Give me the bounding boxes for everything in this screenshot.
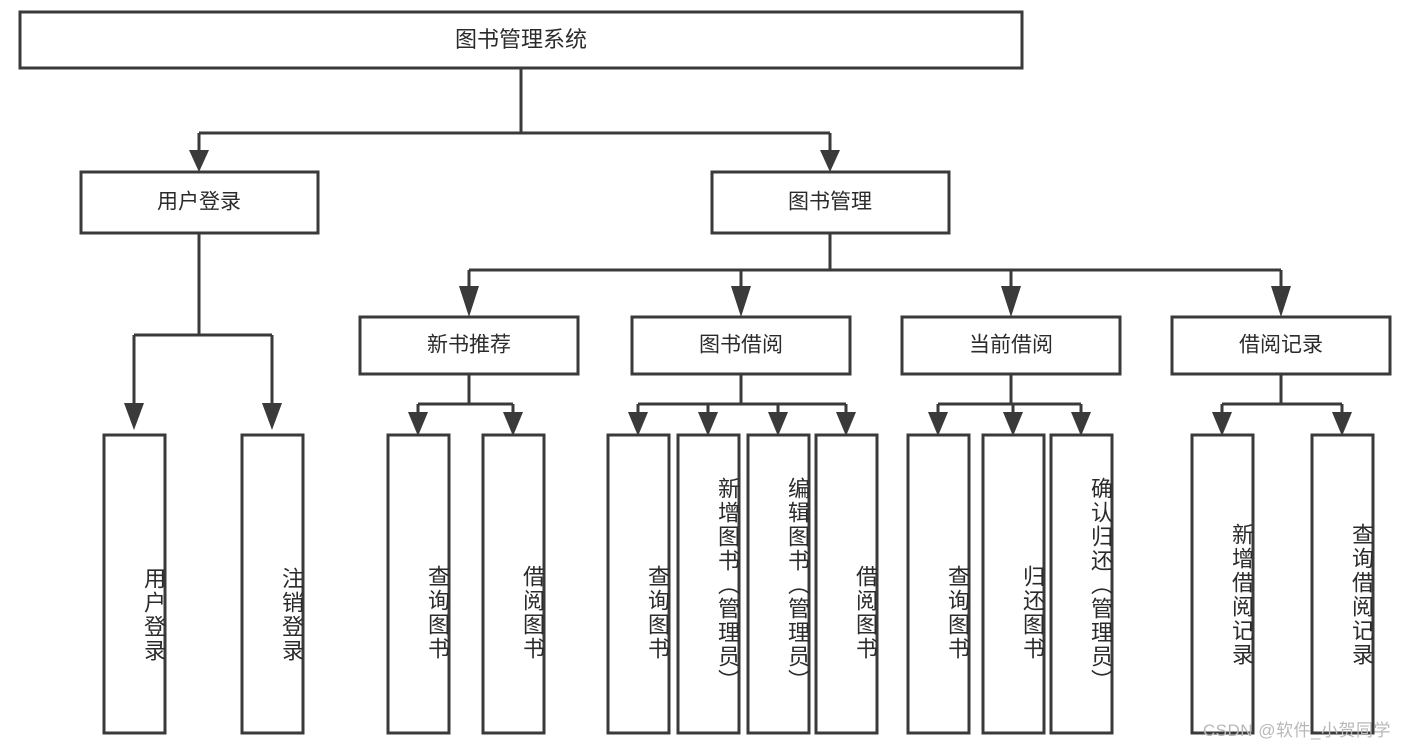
node-box-current-borrow[interactable] xyxy=(900,315,1122,376)
node-box-leaf-user-login[interactable] xyxy=(102,433,167,735)
node-box-leaf-borrow-borrow-book[interactable] xyxy=(814,433,879,735)
node-box-leaf-record-query[interactable] xyxy=(1310,433,1375,735)
arrow-head-leaf-user-login xyxy=(124,403,144,430)
arrow-head-user-login xyxy=(189,150,209,172)
arrow-head-recommend-leaf-2 xyxy=(503,412,523,436)
node-box-leaf-current-query-book[interactable] xyxy=(906,433,971,735)
node-box-book-borrow[interactable] xyxy=(630,315,852,376)
node-label-user-login: 用户登录 xyxy=(157,191,241,214)
arrow-head-record-leaf-1 xyxy=(1212,412,1232,436)
node-label-current-borrow: 当前借阅 xyxy=(969,334,1053,357)
arrow-head-current-leaf-2 xyxy=(1003,412,1023,436)
nodes: 图书管理系统 用户登录 图书管理 新书推荐 图书借阅 当前借阅 借阅记录 xyxy=(18,10,1392,735)
arrow-head-current-borrow xyxy=(1001,286,1021,317)
node-label-new-book-recommend: 新书推荐 xyxy=(427,334,511,357)
arrow-head-book-manage xyxy=(820,150,840,172)
node-box-leaf-record-add[interactable] xyxy=(1190,433,1255,735)
arrow-head-borrow-leaf-3 xyxy=(768,412,788,436)
node-label-book-borrow: 图书借阅 xyxy=(699,334,783,357)
node-box-leaf-borrow-query-book[interactable] xyxy=(606,433,671,735)
node-box-leaf-recommend-query-book[interactable] xyxy=(386,433,451,735)
node-box-root[interactable] xyxy=(18,10,1024,70)
node-box-new-book-recommend[interactable] xyxy=(358,315,580,376)
node-box-leaf-logout[interactable] xyxy=(240,433,305,735)
arrow-head-book-borrow xyxy=(731,286,751,317)
node-box-user-login[interactable] xyxy=(79,170,320,235)
node-box-leaf-current-return-book[interactable] xyxy=(981,433,1046,735)
node-label-root: 图书管理系统 xyxy=(455,27,587,52)
node-box-borrow-record[interactable] xyxy=(1170,315,1392,376)
node-label-book-manage: 图书管理 xyxy=(788,191,872,214)
arrow-head-current-leaf-3 xyxy=(1071,412,1091,436)
node-box-leaf-current-confirm-return[interactable] xyxy=(1049,433,1114,735)
arrow-head-borrow-leaf-4 xyxy=(836,412,856,436)
arrow-head-borrow-leaf-2 xyxy=(698,412,718,436)
node-label-borrow-record: 借阅记录 xyxy=(1239,334,1323,357)
arrow-head-borrow-record xyxy=(1271,286,1291,317)
arrow-head-leaf-logout xyxy=(262,403,282,430)
connectors xyxy=(124,68,1352,436)
node-box-leaf-recommend-borrow-book[interactable] xyxy=(481,433,546,735)
arrow-head-recommend-leaf-1 xyxy=(408,412,428,436)
node-box-book-manage[interactable] xyxy=(710,170,951,235)
arrow-head-current-leaf-1 xyxy=(928,412,948,436)
watermark-text: CSDN @软件_小贺同学 xyxy=(1202,721,1391,740)
arrow-head-record-leaf-2 xyxy=(1332,412,1352,436)
arrow-head-borrow-leaf-1 xyxy=(628,412,648,436)
arrow-head-new-book-recommend xyxy=(459,286,479,317)
node-box-leaf-borrow-add-book[interactable] xyxy=(676,433,741,735)
node-box-leaf-borrow-edit-book[interactable] xyxy=(746,433,811,735)
